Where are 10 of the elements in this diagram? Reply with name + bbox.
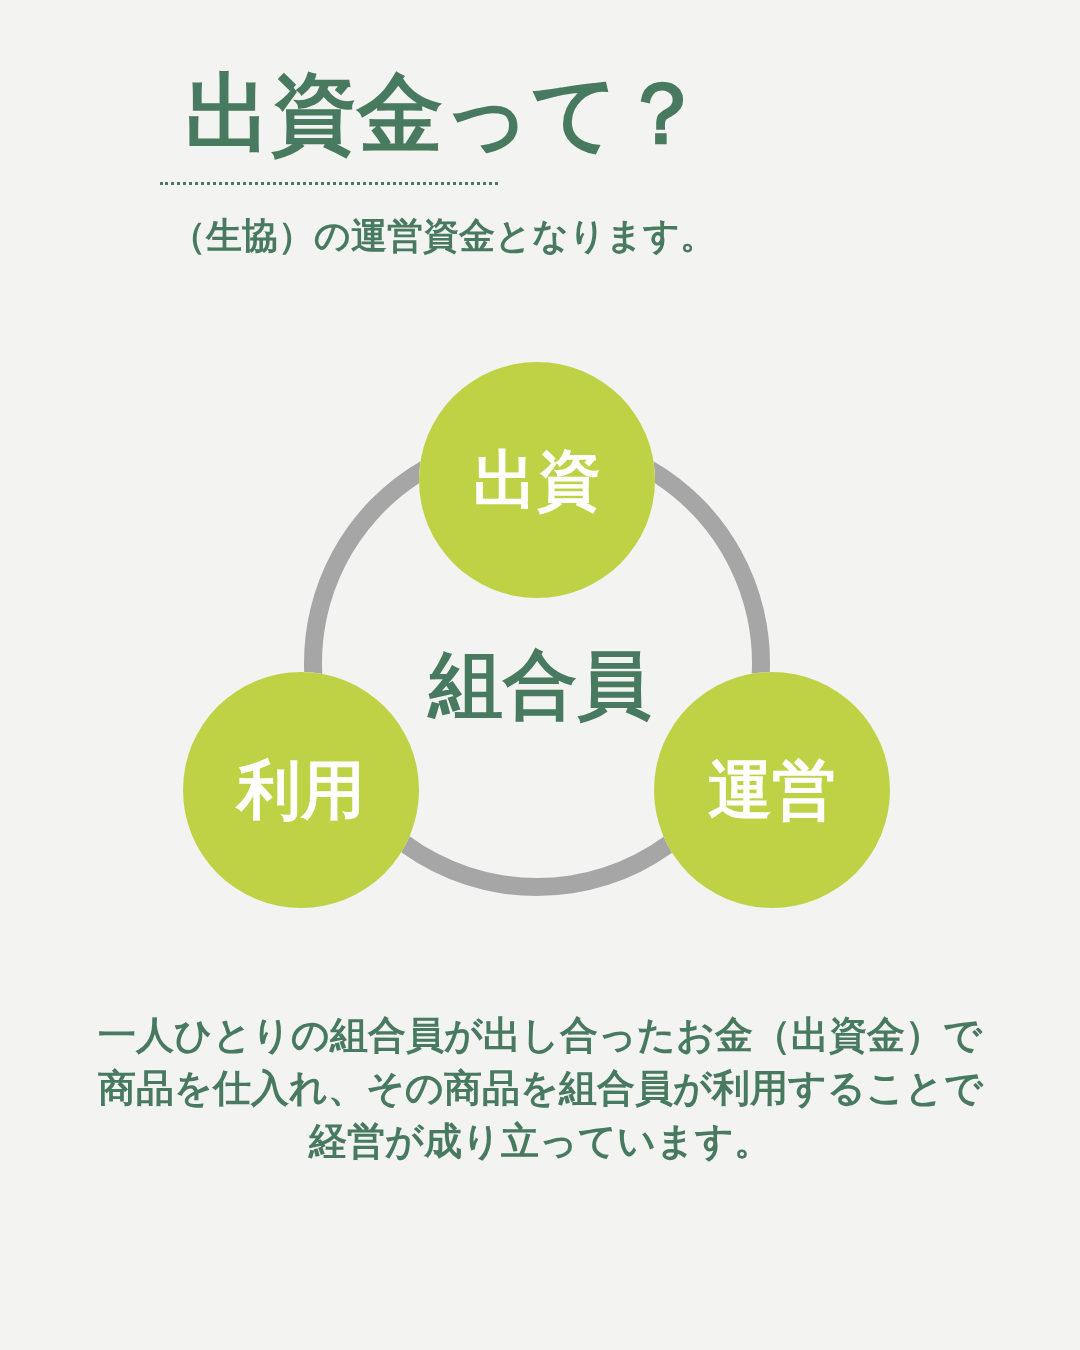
node-label: 運営 — [708, 754, 836, 826]
subtitle: （生協）の運営資金となります。 — [170, 214, 716, 258]
center-label: 組合員 — [429, 640, 651, 729]
ring-arc — [304, 461, 421, 674]
caption: 一人ひとりの組合員が出し合ったお金（出資金）で商品を仕入れ、その商品を組合員が利用することで経営が成り立っています。 — [96, 1012, 985, 1165]
ring-arc — [401, 836, 673, 896]
node-label: 利用 — [237, 754, 365, 826]
ring-arc — [653, 461, 770, 674]
node-label: 出資 — [473, 444, 601, 516]
title: 出資金って？ — [185, 66, 705, 161]
